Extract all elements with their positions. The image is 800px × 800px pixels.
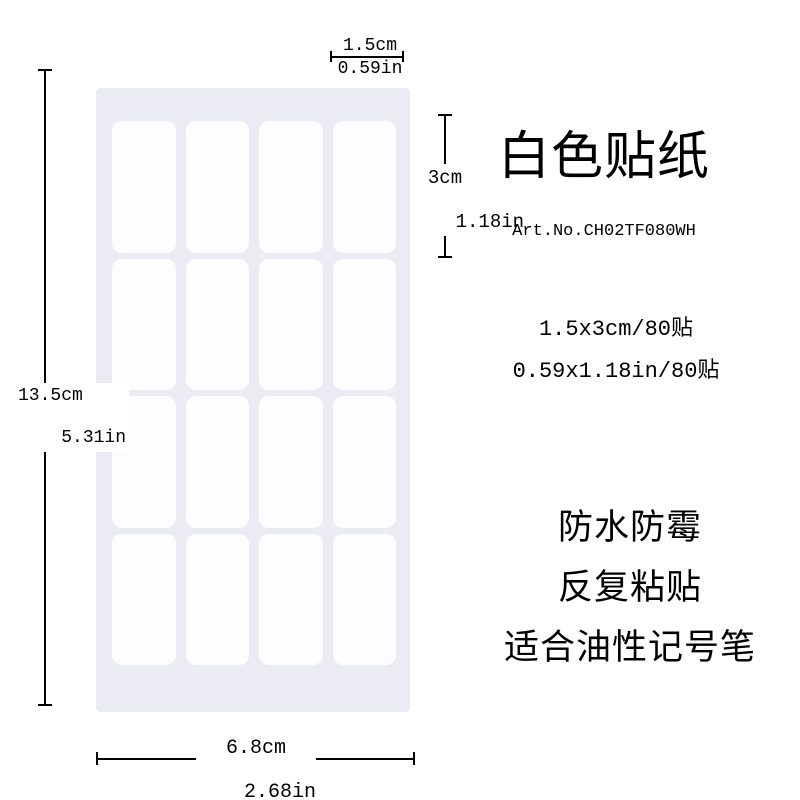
sheet-height-label: 13.5cm 5.31in — [15, 383, 130, 452]
sheet-height-inch-label: 5.31in — [61, 428, 127, 448]
sticker-cell — [112, 258, 176, 390]
sticker-cell — [259, 533, 323, 665]
sticker-cell — [332, 121, 396, 253]
feature-line: 适合油性记号笔 — [503, 628, 756, 667]
sheet-width-inch-label: 2.68in — [244, 781, 317, 800]
sheet-width-label: 6.8cm 2.68in — [196, 736, 316, 800]
sticker-cell — [185, 121, 249, 253]
feature-list: 防水防霉 反复粘贴 适合油性记号笔 — [440, 498, 800, 678]
feature-line: 防水防霉 — [557, 508, 702, 547]
spec-imperial: 0.59x1.18in/80贴 — [512, 359, 720, 384]
sticker-cell — [112, 121, 176, 253]
sticker-cell — [185, 258, 249, 390]
sticker-cell — [185, 533, 249, 665]
article-number: Art.No.CH02TF080WH — [512, 222, 696, 241]
sticker-cell — [259, 396, 323, 528]
sticker-cell — [185, 396, 249, 528]
sticker-cell — [112, 533, 176, 665]
sheet-width-cm-label: 6.8cm — [225, 737, 286, 760]
sticker-cell — [332, 396, 396, 528]
sticker-cell — [332, 533, 396, 665]
sticker-height-cm-label: 3cm — [427, 167, 463, 189]
sheet-height-cm-label: 13.5cm — [18, 386, 83, 406]
feature-line: 反复粘贴 — [557, 568, 702, 607]
sticker-cell — [259, 258, 323, 390]
product-title: 白色贴纸 — [497, 128, 710, 186]
spec-metric: 1.5x3cm/80贴 — [538, 317, 694, 342]
sticker-height-label: 3cm 1.18in — [410, 164, 524, 236]
sticker-width-inch-label: 0.59in — [337, 59, 403, 79]
dimension-line — [330, 56, 404, 58]
sticker-width-cm-label: 1.5cm — [342, 36, 397, 56]
sticker-cell — [259, 121, 323, 253]
sticker-height-inch-label: 1.18in — [455, 211, 525, 233]
sticker-sheet — [96, 88, 410, 712]
sticker-cell — [332, 258, 396, 390]
